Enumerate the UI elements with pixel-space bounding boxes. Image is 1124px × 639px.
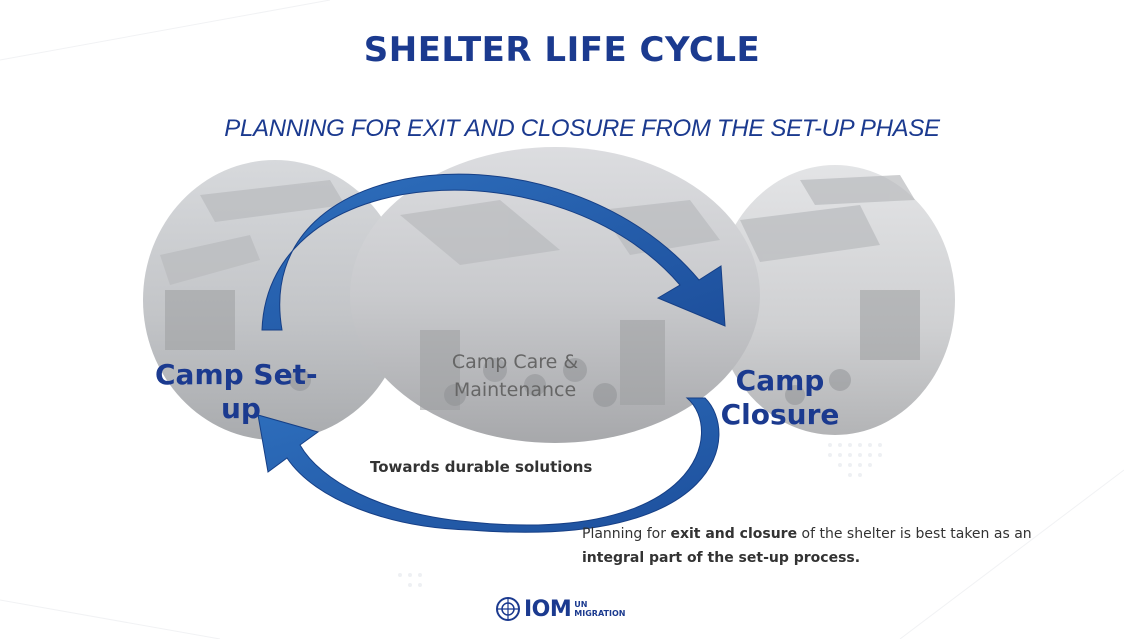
planning-note-line2: integral part of the set-up process. — [582, 546, 1124, 570]
stage-camp-closure-line2: Closure — [720, 398, 840, 431]
stage-camp-setup-line1: Camp Set- — [155, 358, 318, 391]
stage-camp-setup-line2: up — [221, 392, 261, 425]
iom-logo: IOM UN MIGRATION — [496, 596, 625, 622]
note-text-1: Planning for — [582, 526, 671, 542]
stage-camp-care-line2: Maintenance — [453, 379, 577, 401]
return-arc-label: Towards durable solutions — [370, 458, 593, 476]
planning-note-line1: Planning for exit and closure of the she… — [582, 522, 1124, 546]
logo-subtext: UN MIGRATION — [574, 600, 625, 618]
forward-arc-arrow — [261, 173, 726, 331]
note-text-3: the set-up process. — [702, 550, 861, 566]
stage-camp-closure-line1: Camp — [735, 364, 825, 397]
logo-subtext-line2: MIGRATION — [574, 609, 626, 618]
return-arc-arrow — [257, 397, 720, 533]
un-emblem-icon — [496, 597, 520, 621]
logo-subtext-line1: UN — [574, 600, 588, 609]
stage-camp-care: Camp Care & Maintenance — [425, 348, 605, 404]
stage-camp-care-line1: Camp Care & — [451, 351, 579, 373]
stage-camp-closure: Camp Closure — [705, 364, 855, 432]
note-bold-2: integral part of — [582, 550, 703, 566]
note-text-2: of the shelter is best taken as an — [797, 526, 1032, 542]
page-subtitle: PLANNING FOR EXIT AND CLOSURE FROM THE S… — [224, 115, 940, 142]
logo-wordmark: IOM — [524, 596, 572, 622]
page-title: SHELTER LIFE CYCLE — [363, 30, 761, 70]
stage-camp-setup: Camp Set- up — [155, 358, 335, 426]
planning-note: Planning for exit and closure of the she… — [582, 522, 1124, 570]
note-bold-1: exit and closure — [670, 526, 798, 542]
